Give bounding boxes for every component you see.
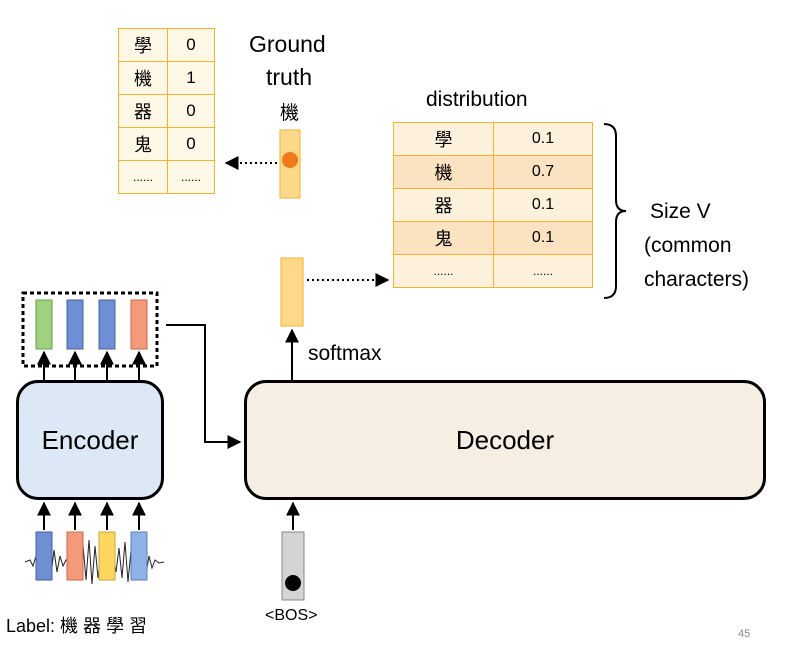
ground-truth-dot (282, 152, 298, 168)
input-vector-4 (130, 531, 148, 581)
gt-char: 器 (118, 94, 168, 128)
encoder-label: Encoder (41, 424, 139, 455)
gt-char: 鬼 (118, 127, 168, 161)
dist-char: 器 (393, 188, 494, 222)
gt-value: 1 (167, 61, 215, 95)
table-row: ............ (393, 254, 593, 288)
encoder-output-box (21, 291, 159, 368)
gt-char: 機 (118, 61, 168, 95)
encoder-output-vector-1 (35, 299, 53, 350)
encoder-block: Encoder (16, 380, 164, 500)
distribution-title: distribution (426, 88, 528, 111)
ground-truth-title-line1: Ground (249, 31, 326, 57)
input-vector-3 (98, 531, 116, 581)
bos-label: <BOS> (265, 607, 318, 624)
page-number: 45 (738, 628, 751, 640)
size-v-line2: (common (644, 234, 732, 257)
ground-truth-char: 機 (280, 102, 300, 124)
size-v-line1: Size V (650, 200, 711, 223)
decoder-label: Decoder (455, 424, 555, 455)
dist-char: 學 (393, 122, 494, 156)
gt-value: 0 (167, 94, 215, 128)
gt-char: ...... (118, 160, 168, 194)
dist-char: 機 (393, 155, 494, 189)
softmax-label: softmax (308, 342, 382, 365)
gt-value: 0 (167, 28, 215, 62)
encoder-output-vector-4 (130, 299, 148, 350)
input-vector-2 (66, 531, 84, 581)
dist-char: ...... (393, 254, 494, 288)
gt-value: ...... (167, 160, 215, 194)
size-bracket (603, 123, 627, 299)
label-sequence: Label: 機 器 學 習 (6, 616, 148, 636)
dist-value: 0.1 (493, 188, 593, 222)
encoder-to-decoder-arrow (166, 324, 242, 449)
output-vector-bar (280, 257, 304, 327)
dist-char: 鬼 (393, 221, 494, 255)
size-v-line3: characters) (644, 268, 750, 291)
dist-value: 0.1 (493, 122, 593, 156)
encoder-output-vector-2 (66, 299, 84, 350)
dist-value: ...... (493, 254, 593, 288)
gt-value: 0 (167, 127, 215, 161)
encoder-output-vector-3 (98, 299, 116, 350)
gt-char: 學 (118, 28, 168, 62)
ground-truth-title-line2: truth (266, 64, 313, 90)
dist-value: 0.1 (493, 221, 593, 255)
table-row: ............ (118, 160, 215, 194)
bos-token-dot (285, 575, 301, 591)
decoder-block: Decoder (244, 380, 766, 500)
input-vector-1 (35, 531, 53, 581)
dist-value: 0.7 (493, 155, 593, 189)
